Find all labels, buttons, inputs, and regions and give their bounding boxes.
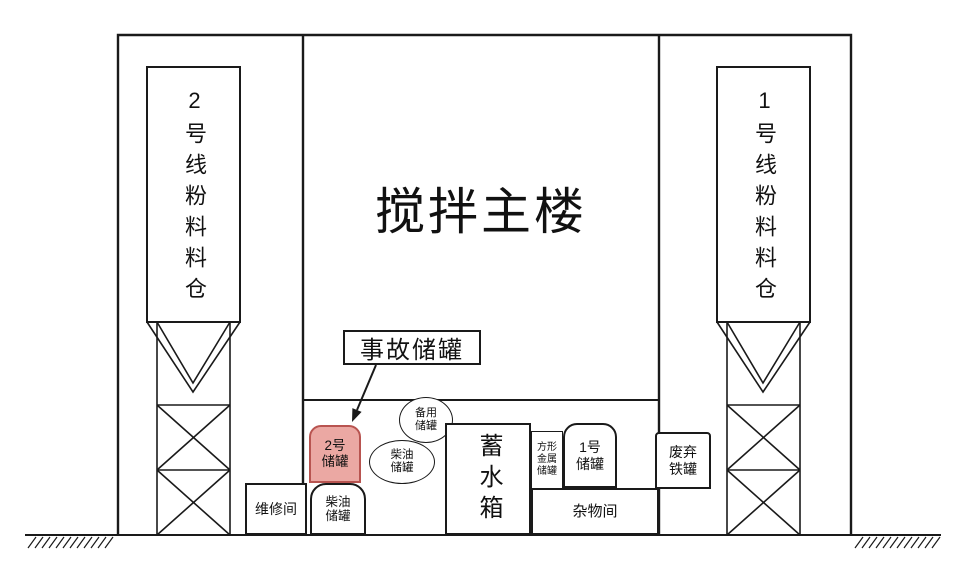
diesel-tank-lower-label: 柴油 bbox=[325, 494, 351, 509]
square-metal-tank: 方形 金属 储罐 bbox=[531, 431, 563, 489]
water-storage-tank: 蓄水箱 bbox=[445, 423, 531, 535]
maintenance-room: 维修间 bbox=[245, 483, 307, 535]
right-silo-funnel-outer bbox=[716, 321, 811, 394]
right-silo-label: 1号线粉料料仓 bbox=[752, 88, 777, 308]
main-building-label: 搅拌主楼 bbox=[375, 184, 587, 240]
left-silo-structure bbox=[146, 66, 241, 536]
callout-arrow-line bbox=[356, 364, 377, 411]
tank-no2-label: 储罐 bbox=[321, 454, 349, 469]
waste-iron-tank-label: 铁罐 bbox=[669, 460, 697, 477]
right-silo-funnel-inner bbox=[726, 321, 801, 385]
square-metal-tank-label: 储罐 bbox=[537, 466, 557, 477]
left-silo-body bbox=[146, 66, 241, 323]
accident-tank-callout-label: 事故储罐 bbox=[360, 337, 464, 364]
ground-hatch-left bbox=[27, 536, 114, 549]
square-metal-tank-label: 金属 bbox=[537, 454, 557, 465]
diesel-tank-upper: 柴油 储罐 bbox=[369, 440, 435, 484]
left-silo-x-brace bbox=[156, 404, 231, 471]
right-silo-x-brace bbox=[726, 469, 801, 536]
right-silo-body bbox=[716, 66, 811, 323]
backup-tank: 备用 储罐 bbox=[399, 397, 453, 443]
sundries-room: 杂物间 bbox=[531, 488, 659, 535]
diesel-tank-upper-label: 储罐 bbox=[390, 462, 414, 474]
accident-tank-callout: 事故储罐 bbox=[343, 330, 481, 365]
tank-no2-accident: 2号 储罐 bbox=[309, 425, 361, 483]
tank-no1: 1号 储罐 bbox=[563, 423, 617, 488]
diesel-tank-lower-label: 储罐 bbox=[325, 509, 351, 523]
left-silo-funnel-inner bbox=[156, 321, 231, 385]
tank-no2-label: 2号 bbox=[324, 438, 346, 454]
left-silo-funnel-outer bbox=[146, 321, 241, 394]
left-silo-x-brace bbox=[156, 469, 231, 536]
sundries-room-label: 杂物间 bbox=[572, 502, 618, 520]
waste-iron-tank: 废弃 铁罐 bbox=[655, 432, 711, 489]
right-silo-structure bbox=[716, 66, 811, 536]
backup-tank-label: 储罐 bbox=[415, 420, 437, 432]
ground-hatch-right bbox=[854, 536, 941, 549]
diesel-tank-upper-label: 柴油 bbox=[390, 448, 414, 461]
backup-tank-label: 备用 bbox=[415, 407, 437, 420]
right-silo-x-brace bbox=[726, 404, 801, 471]
maintenance-room-label: 维修间 bbox=[255, 500, 297, 517]
tank-no1-label: 1号 bbox=[579, 439, 601, 456]
outer-frame bbox=[116, 33, 853, 535]
water-storage-tank-label: 蓄水箱 bbox=[475, 432, 502, 526]
diesel-tank-lower: 柴油 储罐 bbox=[310, 483, 366, 535]
callout-arrowhead bbox=[352, 408, 362, 422]
waste-iron-tank-label: 废弃 bbox=[669, 444, 697, 461]
tank-no1-label: 储罐 bbox=[576, 455, 604, 472]
square-metal-tank-label: 方形 bbox=[537, 442, 557, 453]
left-silo-label: 2号线粉料料仓 bbox=[182, 88, 207, 308]
